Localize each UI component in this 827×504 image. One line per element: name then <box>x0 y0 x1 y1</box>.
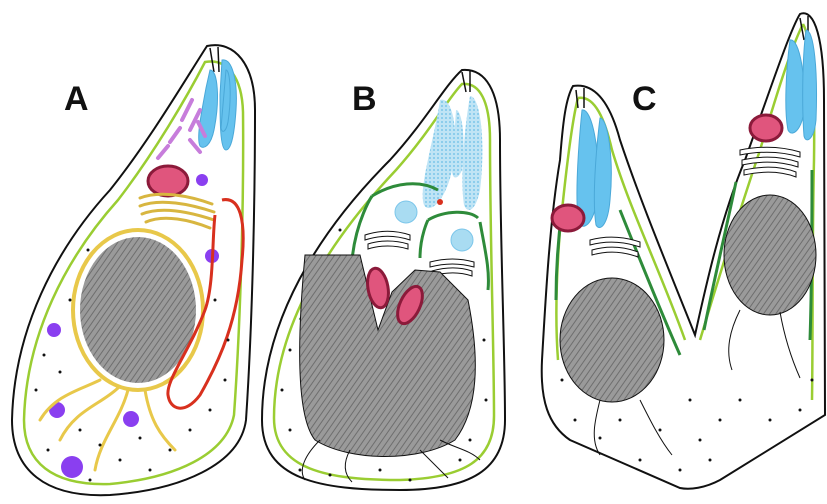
nucleus-c-right <box>724 195 816 315</box>
panel-b: B <box>262 70 505 490</box>
small-dot-b <box>437 199 443 205</box>
panel-label-c: C <box>632 80 657 118</box>
apicoplast-a <box>148 166 188 196</box>
panel-c: C <box>542 13 825 488</box>
nucleus-a <box>80 237 196 383</box>
panel-label-b: B <box>352 80 377 118</box>
panel-a: A <box>12 45 255 495</box>
panel-label-a: A <box>64 80 89 118</box>
nucleus-c-left <box>560 278 664 402</box>
